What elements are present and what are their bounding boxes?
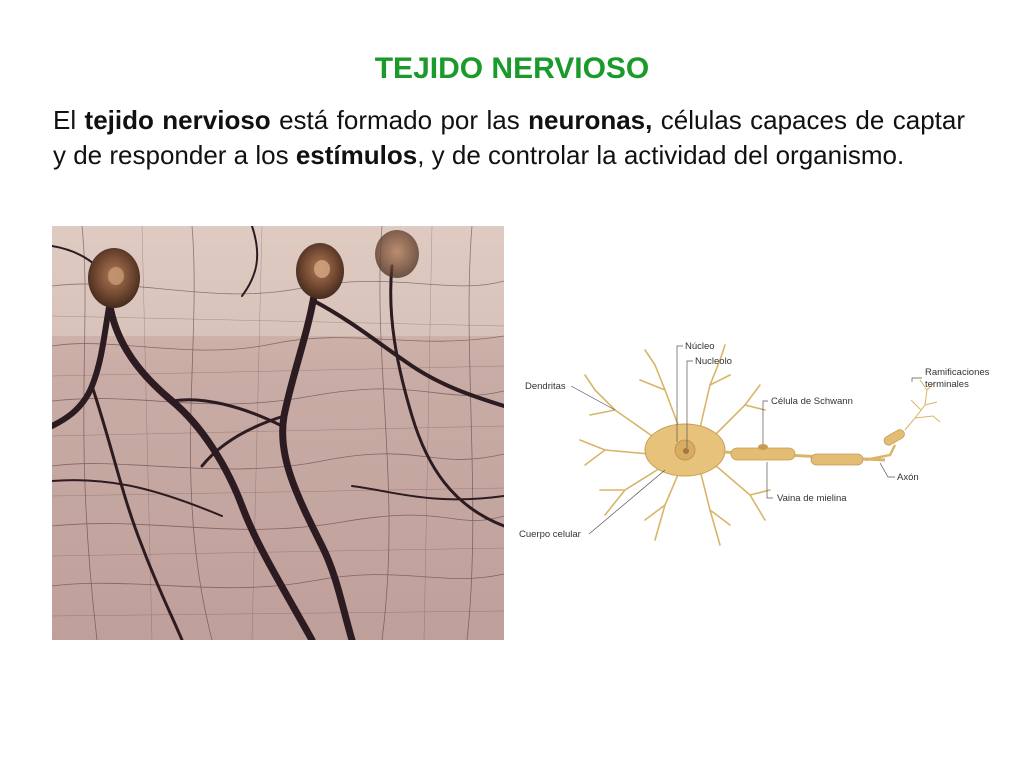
label-ramificaciones-2: terminales (925, 379, 969, 390)
label-axon: Axón (897, 472, 919, 483)
label-nucleo: Núcleo (685, 341, 715, 352)
intro-bold-term: estímulos (295, 140, 418, 170)
micrograph-image (52, 226, 504, 640)
intro-text: está formado por las (270, 105, 529, 135)
label-nucleolo: Nucleolo (695, 356, 732, 367)
intro-paragraph: El tejido nervioso está formado por las … (53, 103, 965, 173)
schwann-cell (758, 444, 768, 450)
intro-bold-term: neuronas, (528, 105, 653, 135)
label-vaina: Vaina de mielina (777, 493, 847, 504)
label-schwann: Célula de Schwann (771, 396, 853, 407)
intro-text: El (53, 105, 85, 135)
intro-bold-term: tejido nervioso (84, 105, 271, 135)
label-ramificaciones-1: Ramificaciones (925, 367, 990, 378)
intro-text: , y de controlar la actividad del organi… (417, 140, 905, 170)
leader-lines (570, 345, 922, 535)
nervous-tissue-micrograph (52, 226, 504, 640)
dendrites (579, 344, 771, 546)
terminal-branches (904, 379, 941, 431)
myelin-sheath-2 (810, 453, 864, 466)
slide-title: TEJIDO NERVIOSO (374, 52, 650, 85)
nucleolus (683, 448, 689, 454)
label-dendritas: Dendritas (525, 381, 566, 392)
label-cuerpo: Cuerpo celular (519, 529, 581, 540)
intro-text: células capaces de captar y de responder… (53, 105, 965, 170)
neuron-diagram: Núcleo Nucleolo Dendritas Célula de Schw… (515, 330, 1005, 560)
